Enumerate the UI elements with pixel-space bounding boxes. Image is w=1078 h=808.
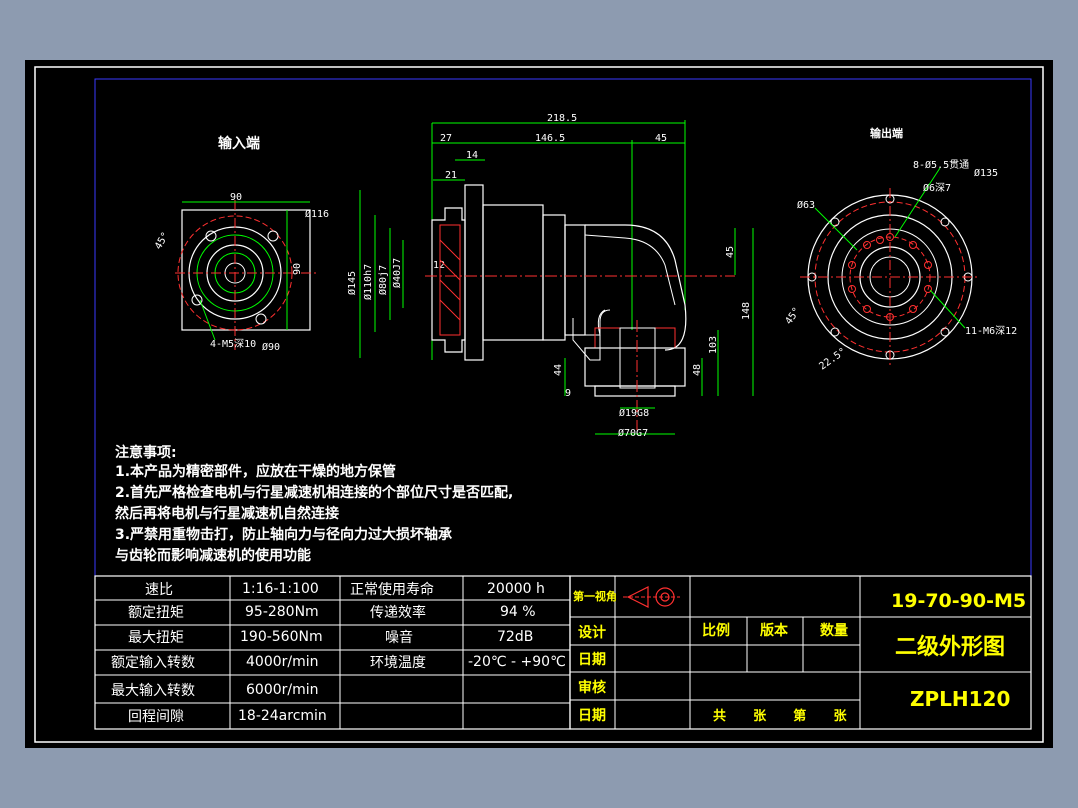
output-d135-dim: Ø135 [974, 167, 998, 179]
design-label: 设计 [578, 624, 606, 641]
note-line-4: 3.严禁用重物击打，防止轴向力与径向力过大损坏轴承 [115, 526, 452, 543]
input-d90-dim: Ø90 [262, 341, 280, 353]
version-label: 版本 [760, 622, 789, 639]
dim-27: 27 [440, 133, 452, 144]
dim-19g8: Ø19G8 [619, 407, 649, 419]
dim-45-vertical: 45 [725, 246, 736, 258]
side-view: 218.5 27 146.5 45 14 21 Ø145 Ø110h7 Ø80j… [346, 113, 754, 439]
output-angle45-dim: 45° [783, 306, 802, 327]
spec-r3-c3: -20℃ - +90℃ [468, 654, 566, 670]
quantity-label: 数量 [820, 622, 848, 639]
spec-r1-c1: 95-280Nm [245, 604, 319, 620]
dim-14: 14 [466, 150, 478, 161]
input-width-dim: 90 [230, 192, 242, 203]
scale-label: 比例 [702, 622, 730, 639]
output-holes8-dim: 8-Ø5.5贯通 [913, 159, 969, 171]
spec-r1-c3: 94 % [500, 604, 536, 620]
note-line-5: 与齿轮而影响减速机的使用功能 [115, 547, 311, 564]
first-angle-projection-icon [623, 586, 680, 608]
date2-label: 日期 [578, 708, 606, 724]
spec-r4-c1: 6000r/min [246, 682, 319, 698]
spec-r5-c0: 回程间隙 [128, 709, 184, 725]
outer-frame [34, 66, 1044, 743]
spec-r3-c1: 4000r/min [246, 654, 319, 670]
drawing-code: 19-70-90-M5 [891, 590, 1026, 612]
dim-145: Ø145 [346, 271, 358, 295]
cad-drawing: 输入端 90 90 Ø116 45° 4-M5深10 Ø90 218.5 27 … [34, 66, 1044, 743]
spec-r4-c0: 最大输入转数 [111, 683, 195, 699]
notes-title: 注意事项: [115, 444, 177, 461]
dim-218: 218.5 [547, 113, 577, 124]
model-number: ZPLH120 [910, 687, 1010, 711]
note-line-2: 2.首先严格检查电机与行星减速机相连接的个部位尺寸是否匹配, [115, 484, 513, 501]
output-end-view: 输出端 8-Ø5.5贯通 Ø135 Ø6深7 Ø63 45° 22.5° 11-… [783, 126, 1017, 372]
input-holes-dim: 4-M5深10 [210, 338, 256, 350]
dim-110: Ø110h7 [362, 264, 374, 300]
input-angle-dim: 45° [153, 230, 172, 251]
input-height-dim: 90 [292, 263, 303, 275]
note-line-1: 1.本产品为精密部件，应放在干燥的地方保管 [115, 463, 396, 480]
spec-r0-c3: 20000 h [487, 581, 545, 597]
dim-146: 146.5 [535, 133, 565, 144]
dim-148: 148 [741, 302, 752, 320]
spec-r2-c0: 最大扭矩 [128, 630, 184, 646]
output-end-label: 输出端 [870, 126, 903, 140]
dim-45: 45 [655, 133, 667, 144]
title-block: 第一视角 设计 日期 审核 日期 比例 版本 数量 共 张 第 张 19-70-… [569, 575, 1032, 730]
output-angle225-dim: 22.5° [817, 346, 848, 372]
spec-r2-c3: 72dB [497, 629, 533, 645]
output-d63-dim: Ø63 [797, 199, 815, 211]
spec-r1-c2: 传递效率 [370, 604, 426, 621]
input-end-view: 输入端 90 90 Ø116 45° 4-M5深10 Ø90 [153, 135, 329, 353]
input-flange-square [181, 209, 311, 331]
output-holes11-dim: 11-M6深12 [965, 325, 1017, 337]
spec-table: 速比 1:16-1:100 正常使用寿命 20000 h 额定扭矩 95-280… [94, 575, 571, 730]
drawing-name: 二级外形图 [895, 634, 1005, 660]
dim-21: 21 [445, 170, 457, 181]
output-d6-dim: Ø6深7 [923, 182, 951, 194]
dim-44: 44 [553, 364, 564, 376]
inner-frame [94, 78, 1032, 730]
dim-40: Ø40J7 [391, 258, 403, 288]
sheets-label: 共 张 第 张 [713, 708, 847, 724]
note-line-3: 然后再将电机与行星减速机自然连接 [115, 505, 339, 522]
spec-r2-c1: 190-560Nm [240, 629, 323, 645]
spec-r5-c1: 18-24arcmin [238, 708, 327, 724]
spec-r1-c0: 额定扭矩 [128, 605, 184, 621]
spec-r3-c0: 额定输入转数 [111, 655, 195, 671]
spec-r2-c2: 噪音 [385, 629, 413, 646]
drawing-sheet: 输入端 90 90 Ø116 45° 4-M5深10 Ø90 218.5 27 … [25, 60, 1053, 748]
date1-label: 日期 [578, 652, 606, 668]
spec-r0-c2: 正常使用寿命 [350, 581, 434, 598]
notes-block: 注意事项: 1.本产品为精密部件，应放在干燥的地方保管 2.首先严格检查电机与行… [115, 444, 513, 564]
spec-r0-c0: 速比 [145, 582, 173, 598]
dim-70g7: Ø70G7 [618, 427, 648, 439]
dim-103: 103 [708, 336, 719, 354]
input-d116-dim: Ø116 [305, 208, 329, 220]
dim-12: 12 [433, 260, 445, 271]
input-end-label: 输入端 [218, 135, 260, 152]
spec-r3-c2: 环境温度 [370, 655, 426, 671]
dim-80: Ø80j7 [377, 265, 389, 295]
review-label: 审核 [578, 679, 606, 696]
projection-label: 第一视角 [573, 589, 617, 603]
spec-r0-c1: 1:16-1:100 [242, 581, 319, 597]
dim-9: 9 [565, 388, 571, 399]
dim-48: 48 [692, 364, 703, 376]
